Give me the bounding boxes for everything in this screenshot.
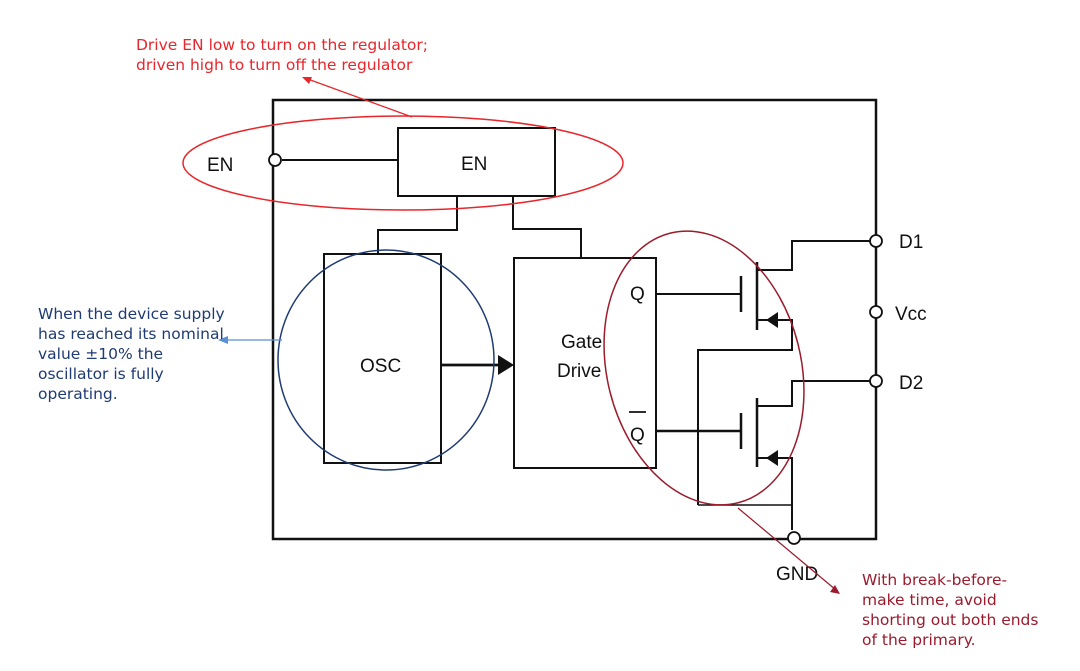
bbm-annotation-line: make time, avoid bbox=[862, 591, 997, 609]
osc-annotation-line: oscillator is fully bbox=[38, 365, 164, 383]
gnd-pin-label: GND bbox=[776, 564, 818, 585]
en-block-label: EN bbox=[461, 154, 487, 175]
d2-pin-terminal bbox=[869, 374, 883, 388]
gate-drive-block bbox=[513, 257, 657, 469]
osc-annotation-line: has reached its nominal bbox=[38, 325, 224, 343]
q-bar-output-label: Q bbox=[630, 425, 645, 446]
en-pin-terminal bbox=[268, 153, 282, 167]
en-block bbox=[397, 127, 556, 197]
en-pin-label: EN bbox=[207, 155, 233, 176]
gate-drive-label-line1: Gate bbox=[561, 332, 602, 353]
en-to-osc-wire bbox=[377, 196, 458, 254]
lower-mosfet bbox=[739, 380, 871, 530]
bbm-annotation-line: With break-before- bbox=[862, 571, 1008, 589]
en-annotation-line: Drive EN low to turn on the regulator; bbox=[136, 36, 428, 54]
break-before-make-annotation: With break-before- make time, avoid shor… bbox=[862, 570, 1038, 650]
d2-pin-label: D2 bbox=[899, 373, 923, 394]
osc-note-pointer-arrowhead bbox=[218, 336, 228, 344]
osc-annotation-line: value ±10% the bbox=[38, 345, 164, 363]
osc-highlight-circle bbox=[277, 249, 495, 471]
q-output-label: Q bbox=[630, 284, 645, 305]
vcc-pin-terminal bbox=[869, 305, 883, 319]
osc-block bbox=[323, 253, 442, 464]
bbm-note-pointer-arrowhead bbox=[830, 585, 840, 594]
gate-drive-label-line2: Drive bbox=[557, 361, 601, 382]
bbm-note-pointer bbox=[737, 507, 837, 591]
upper-mosfet bbox=[697, 240, 871, 505]
d1-pin-label: D1 bbox=[899, 232, 923, 253]
d1-pin-terminal bbox=[869, 234, 883, 248]
en-annotation: Drive EN low to turn on the regulator; d… bbox=[136, 35, 428, 75]
osc-annotation: When the device supply has reached its n… bbox=[38, 304, 225, 404]
en-note-pointer-arrowhead bbox=[302, 77, 312, 84]
bbm-annotation-line: shorting out both ends bbox=[862, 611, 1039, 629]
osc-block-label: OSC bbox=[360, 356, 401, 377]
en-highlight-ellipse bbox=[182, 115, 624, 211]
gnd-pin-terminal bbox=[787, 531, 801, 545]
osc-annotation-line: When the device supply bbox=[38, 305, 225, 323]
bbm-annotation-line: of the primary. bbox=[862, 631, 976, 649]
en-to-gate-wire bbox=[512, 196, 582, 258]
vcc-pin-label: Vcc bbox=[895, 304, 927, 325]
osc-to-gate-arrowhead bbox=[498, 355, 514, 375]
en-note-pointer bbox=[304, 77, 413, 118]
mosfet-highlight-ellipse bbox=[603, 230, 805, 506]
osc-annotation-line: operating. bbox=[38, 385, 118, 403]
ic-package-outline bbox=[271, 98, 878, 541]
en-annotation-line: driven high to turn off the regulator bbox=[136, 56, 413, 74]
